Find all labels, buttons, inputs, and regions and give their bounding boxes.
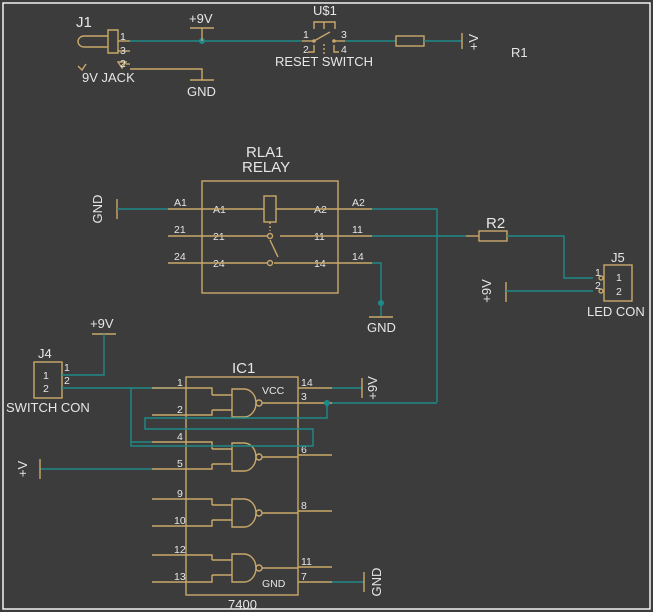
ic-pin-14: 14 (301, 377, 313, 389)
wire-feedback (130, 388, 328, 447)
relay-pin-24: 24 (174, 251, 186, 263)
j5-pin-1: 1 (616, 272, 622, 284)
ic-supply-v: +V (15, 461, 30, 478)
relay-ref: RLA1 (246, 144, 284, 161)
ic-ref: IC1 (232, 360, 255, 377)
j5-supply: +9V (479, 279, 494, 303)
gnd-top: GND (187, 84, 216, 99)
gate-3 (212, 498, 298, 528)
jack-symbol (77, 29, 119, 54)
ic-pin-4: 4 (177, 431, 183, 443)
gate-1 (212, 388, 298, 418)
relay-pin-a2: A2 (352, 197, 365, 209)
ic-pin-1: 1 (177, 377, 183, 389)
relay-pin-14: 14 (352, 251, 364, 263)
ic-pin-8: 8 (301, 500, 307, 512)
reset-pin-2: 2 (303, 44, 309, 56)
wire-gnd-top (130, 68, 203, 80)
connector-j4[interactable]: J4 1 2 1 2 SWITCH CON (6, 346, 90, 415)
ic-pin-13: 13 (174, 571, 186, 583)
jack-pin-2: 2 (120, 58, 126, 70)
reset-pin-3: 3 (341, 29, 347, 41)
reset-name: RESET SWITCH (275, 54, 373, 69)
resistor-r1[interactable] (395, 35, 425, 47)
r2-ref: R2 (486, 215, 505, 232)
gate-4 (212, 553, 298, 583)
j4-pin-2: 2 (43, 383, 49, 395)
relay-pin-21: 21 (174, 224, 186, 236)
reset-pin-1: 1 (303, 29, 309, 41)
ic-pin-10: 10 (174, 515, 186, 527)
ic-pin-2: 2 (177, 404, 183, 416)
relay-gnd-bottom: GND (367, 320, 396, 335)
ic-body (185, 376, 299, 596)
j4-pin-1-out: 1 (64, 362, 70, 374)
jack-pin-3: 3 (120, 45, 126, 57)
j5-pin-2: 2 (616, 286, 622, 298)
ic-part: 7400 (228, 597, 257, 612)
supply-9v-top: +9V (189, 11, 213, 26)
ic-7400[interactable]: IC1 7400 VCC GND 1 2 4 5 9 (152, 360, 332, 612)
jack-name: 9V JACK (82, 70, 135, 85)
relay-pin-11: 11 (352, 224, 363, 236)
ic-pin-7: 7 (301, 571, 307, 583)
j4-ref: J4 (38, 346, 52, 361)
reset-ref: U$1 (313, 3, 337, 18)
ic-supply-gnd: GND (369, 568, 384, 597)
relay-in-24: 24 (213, 258, 225, 270)
relay-in-21: 21 (213, 231, 225, 243)
ic-vcc: VCC (262, 385, 285, 397)
j4-pin-1: 1 (43, 370, 49, 382)
ic-pin-6: 6 (301, 444, 307, 456)
relay-in-14: 14 (314, 258, 326, 270)
ic-pin-12: 12 (174, 544, 186, 556)
ic-pin-5: 5 (177, 458, 183, 470)
relay-in-a1: A1 (213, 204, 226, 216)
relay-gnd-left: GND (90, 195, 105, 224)
j5-pin-1-out: 1 (595, 267, 601, 279)
j5-name: LED CON (587, 304, 645, 319)
relay-name: RELAY (242, 159, 290, 176)
j4-supply: +9V (90, 316, 114, 331)
connector-j5[interactable]: J5 1 2 1 2 LED CON (587, 250, 645, 319)
ic-pin-3: 3 (301, 391, 307, 403)
relay-in-11: 11 (314, 231, 325, 243)
j5-pin-2-out: 2 (595, 280, 601, 292)
reset-pin-4: 4 (341, 44, 347, 56)
relay-body (201, 180, 339, 294)
jack-j1[interactable]: J1 1 3 2 9V JACK (76, 14, 135, 85)
j4-pin-2-out: 2 (64, 375, 70, 387)
resistor-r2[interactable] (478, 230, 508, 242)
supply-plus-v-top: +V (466, 34, 481, 51)
j4-name: SWITCH CON (6, 400, 90, 415)
gate-2 (212, 442, 298, 472)
relay-pin-a1: A1 (174, 197, 187, 209)
ic-pin-11: 11 (301, 556, 312, 568)
reset-switch[interactable]: U$1 1 3 2 4 RESET SWITCH (275, 3, 373, 69)
ic-gnd: GND (262, 578, 286, 590)
relay-in-a2: A2 (314, 204, 327, 216)
j5-ref: J5 (611, 250, 625, 265)
r1-label: R1 (511, 45, 528, 60)
ic-supply-vcc: +9V (365, 376, 380, 400)
ic-pin-9: 9 (177, 488, 183, 500)
jack-ref: J1 (76, 14, 92, 31)
jack-pin-1: 1 (120, 31, 126, 43)
wire-a2 (372, 208, 438, 402)
relay-rla1[interactable]: RLA1 RELAY A1 21 24 A2 11 14 A1 21 24 A2… (168, 144, 372, 294)
